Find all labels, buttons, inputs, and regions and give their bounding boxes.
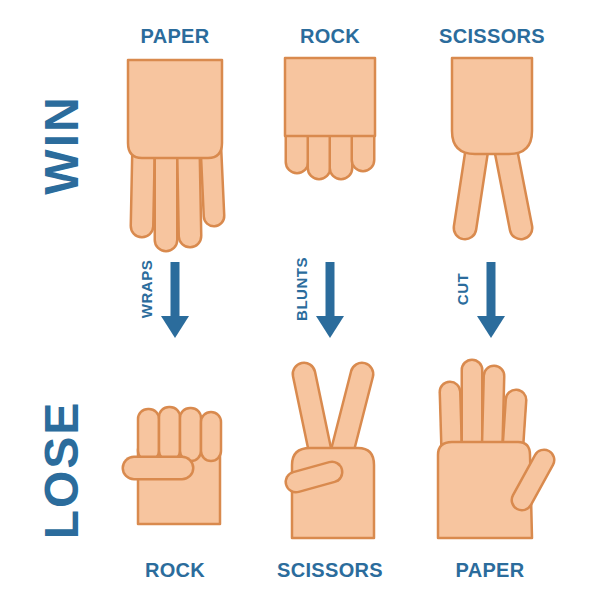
arrow-connector (477, 262, 505, 338)
edge-label: CUT (454, 273, 472, 305)
hand-label: ROCK (145, 558, 205, 582)
hand-illustration (270, 360, 390, 542)
arrow-connector (316, 262, 344, 338)
edge-label: WRAPS (138, 260, 156, 318)
hand-label: PAPER (456, 558, 525, 582)
hand-node: PAPER (428, 360, 553, 582)
hand-label: SCISSORS (277, 558, 383, 582)
hand-node: ROCK (275, 24, 385, 181)
hand-illustration (120, 404, 230, 526)
row-label: WIN (36, 95, 88, 194)
hand-illustration (275, 56, 385, 181)
hand-illustration (120, 58, 230, 248)
hand-node: PAPER (120, 24, 230, 248)
arrow-connector (161, 262, 189, 338)
hand-node: SCISSORS (436, 24, 548, 241)
hand-illustration (437, 56, 547, 241)
hand-label: SCISSORS (439, 24, 545, 48)
hand-node: SCISSORS (270, 360, 390, 582)
hand-label: ROCK (300, 24, 360, 48)
hand-node: ROCK (120, 404, 230, 582)
edge-label: BLUNTS (293, 257, 311, 321)
row-label: LOSE (36, 401, 88, 540)
hand-label: PAPER (141, 24, 210, 48)
hand-illustration (428, 360, 553, 542)
